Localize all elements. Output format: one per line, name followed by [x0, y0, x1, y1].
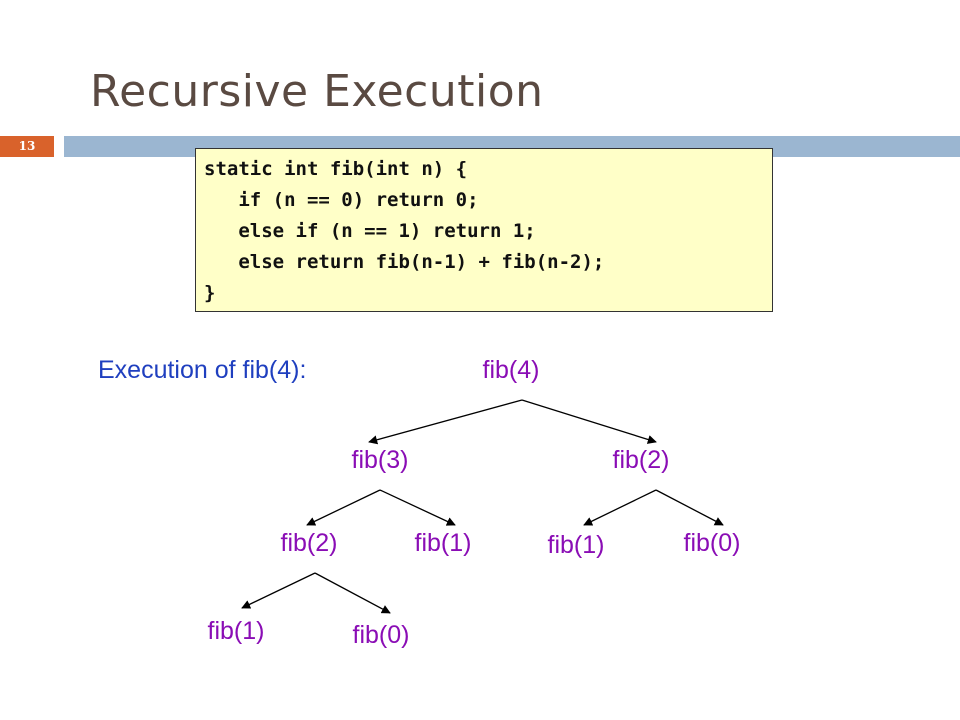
slide-title: Recursive Execution: [90, 66, 544, 117]
tree-edge: [241, 572, 316, 609]
tree-edge: [368, 399, 523, 445]
tree-node: fib(3): [351, 446, 409, 474]
tree-node: fib(1): [207, 617, 265, 645]
execution-label: Execution of fib(4):: [98, 356, 307, 384]
code-line: static int fib(int n) {: [204, 158, 468, 180]
tree-node: fib(0): [352, 621, 410, 649]
code-line: }: [204, 282, 216, 304]
tree-node: fib(1): [414, 529, 472, 557]
code-line: else return fib(n-1) + fib(n-2);: [204, 251, 605, 273]
code-block: static int fib(int n) { if (n == 0) retu…: [195, 148, 773, 312]
tree-node-root: fib(4): [482, 356, 540, 384]
tree-node: fib(1): [547, 531, 605, 559]
tree-edge: [521, 399, 657, 444]
tree-edge: [583, 489, 657, 526]
tree-edge: [379, 489, 456, 526]
code-line: else if (n == 1) return 1;: [204, 220, 536, 242]
code-line: if (n == 0) return 0;: [204, 189, 479, 211]
tree-edge: [306, 489, 381, 526]
tree-node: fib(2): [280, 529, 338, 557]
slide-number: 13: [0, 136, 54, 157]
tree-node: fib(0): [683, 529, 741, 557]
tree-edge: [655, 489, 724, 526]
tree-node: fib(2): [612, 446, 670, 474]
tree-edge: [314, 572, 391, 614]
